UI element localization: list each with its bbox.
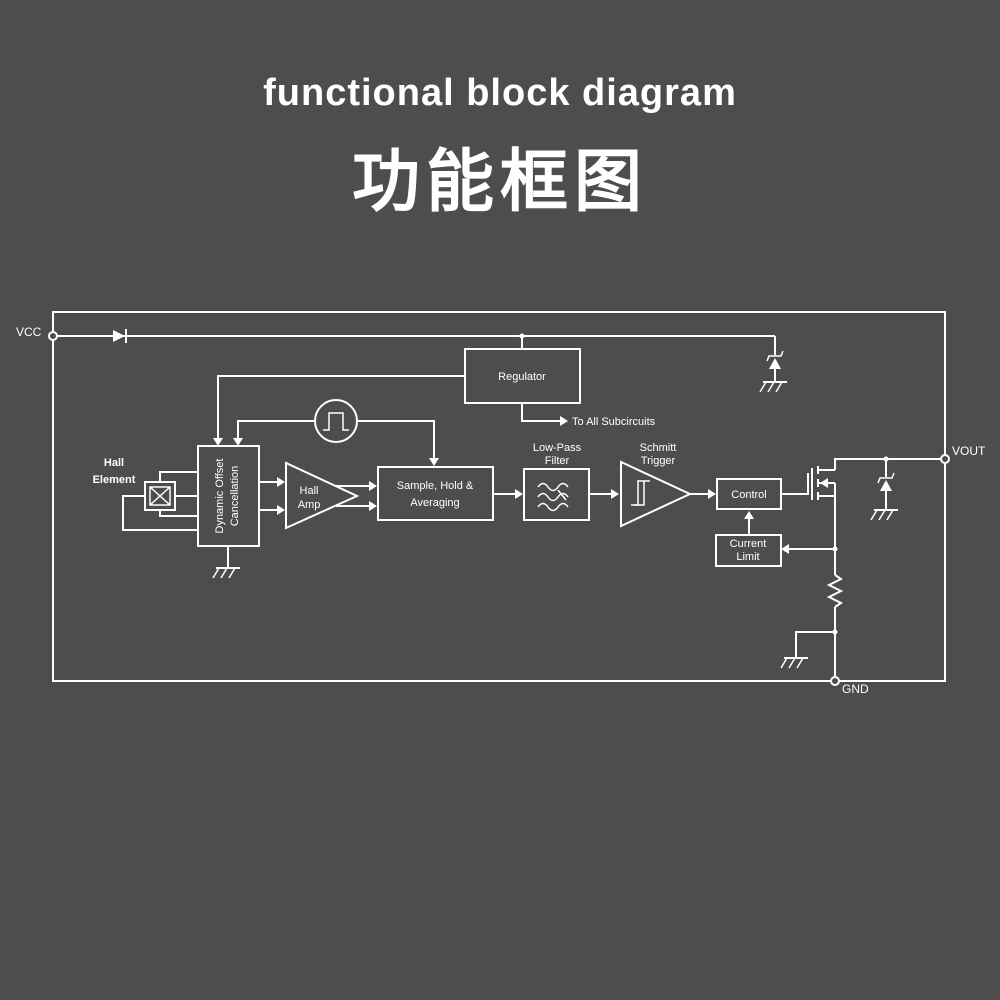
current-limit-block	[715, 534, 782, 567]
arrow-head	[515, 489, 523, 499]
wire-hall-left	[122, 495, 198, 531]
wire-clock-offset	[237, 420, 315, 440]
arrow-head	[213, 438, 223, 446]
wire-hall-top	[159, 471, 198, 482]
vcc-pin	[48, 331, 58, 341]
arrow-head	[429, 458, 439, 466]
schmitt-trigger-triangle	[620, 460, 693, 528]
hysteresis-icon	[631, 480, 650, 506]
regulator-label: Regulator	[498, 371, 546, 383]
vcc-label: VCC	[16, 325, 42, 339]
gnd-label: GND	[842, 682, 869, 696]
to-all-subcircuits-label: To All Subcircuits	[572, 416, 656, 428]
low-pass-label-line1: Low-Pass	[533, 442, 582, 454]
arrow-head	[277, 505, 285, 515]
arrow-head	[781, 544, 789, 554]
gnd-pin	[830, 676, 840, 686]
title-english: functional block diagram	[263, 72, 737, 114]
arrow-head	[708, 489, 716, 499]
sample-hold-label-line2: Averaging	[410, 497, 459, 509]
wire-clock-sample	[357, 420, 435, 459]
arrow-head	[560, 416, 568, 426]
schmitt-label-line1: Schmitt	[640, 442, 677, 454]
arrow-head	[611, 489, 619, 499]
hall-element-icon	[144, 481, 176, 511]
vout-label: VOUT	[952, 444, 986, 458]
arrow-head	[277, 477, 285, 487]
hall-element-label-line1: Hall	[104, 457, 124, 469]
hall-element-label-line2: Element	[93, 474, 136, 486]
wire-hall-bottom	[159, 510, 198, 517]
sample-hold-label-line1: Sample, Hold &	[397, 480, 474, 492]
current-limit-label-line1: Current	[730, 538, 767, 550]
vout-pin	[940, 454, 950, 464]
dynamic-offset-label-line2: Cancellation	[229, 466, 241, 527]
current-limit-label-line2: Limit	[736, 551, 759, 563]
wire-mosfet-vout	[834, 458, 941, 470]
wire-control-gate	[781, 473, 809, 495]
filter-wave-icon	[537, 482, 569, 512]
ground-icon	[870, 509, 898, 521]
ground-icon	[780, 657, 808, 669]
schmitt-label-line2: Trigger	[641, 455, 676, 467]
wire-regulator-subcircuits	[521, 403, 560, 422]
arrow-head	[369, 481, 377, 491]
wire-resistor-ground	[795, 631, 835, 658]
dynamic-offset-label-line1: Dynamic Offset	[214, 459, 226, 534]
sample-hold-block	[377, 466, 494, 521]
ground-icon	[212, 567, 240, 579]
outer-frame	[52, 311, 946, 682]
hall-amp-label-line2: Amp	[298, 499, 321, 511]
low-pass-filter-block	[523, 468, 590, 521]
wire-regulator-offset	[217, 375, 465, 440]
control-label: Control	[731, 489, 766, 501]
mosfet-icon	[811, 466, 835, 500]
ground-icon	[759, 381, 787, 393]
square-wave-icon	[323, 412, 349, 431]
clock-oscillator-icon	[314, 399, 358, 443]
title-chinese: 功能框图	[351, 143, 648, 222]
hall-amp-triangle	[285, 461, 360, 530]
arrow-head	[744, 511, 754, 519]
vcc-diode-icon	[113, 329, 127, 343]
arrow-head	[369, 501, 377, 511]
zener-diode-icon	[766, 350, 784, 382]
resistor-icon	[826, 574, 844, 608]
low-pass-label-line2: Filter	[545, 455, 570, 467]
hysteresis-icon	[634, 481, 645, 506]
zener-diode-icon	[877, 472, 895, 510]
arrow-head	[233, 438, 243, 446]
hall-amp-label-line1: Hall	[300, 485, 319, 497]
